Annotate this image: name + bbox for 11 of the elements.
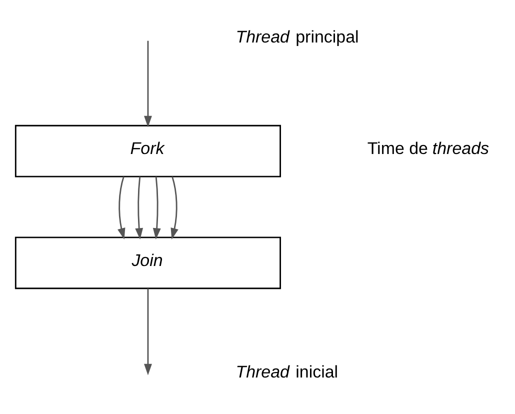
label: Thread inicial bbox=[235, 362, 338, 382]
arrow bbox=[144, 288, 152, 376]
arrow bbox=[152, 176, 160, 240]
node-box: Join bbox=[14, 236, 280, 290]
arrow bbox=[117, 176, 125, 240]
arrow bbox=[134, 176, 143, 240]
label: Thread principal bbox=[235, 27, 358, 46]
arrow bbox=[144, 40, 152, 128]
label: Time de threads bbox=[366, 139, 489, 158]
node-box: Fork bbox=[14, 124, 280, 178]
arrow bbox=[170, 176, 178, 240]
